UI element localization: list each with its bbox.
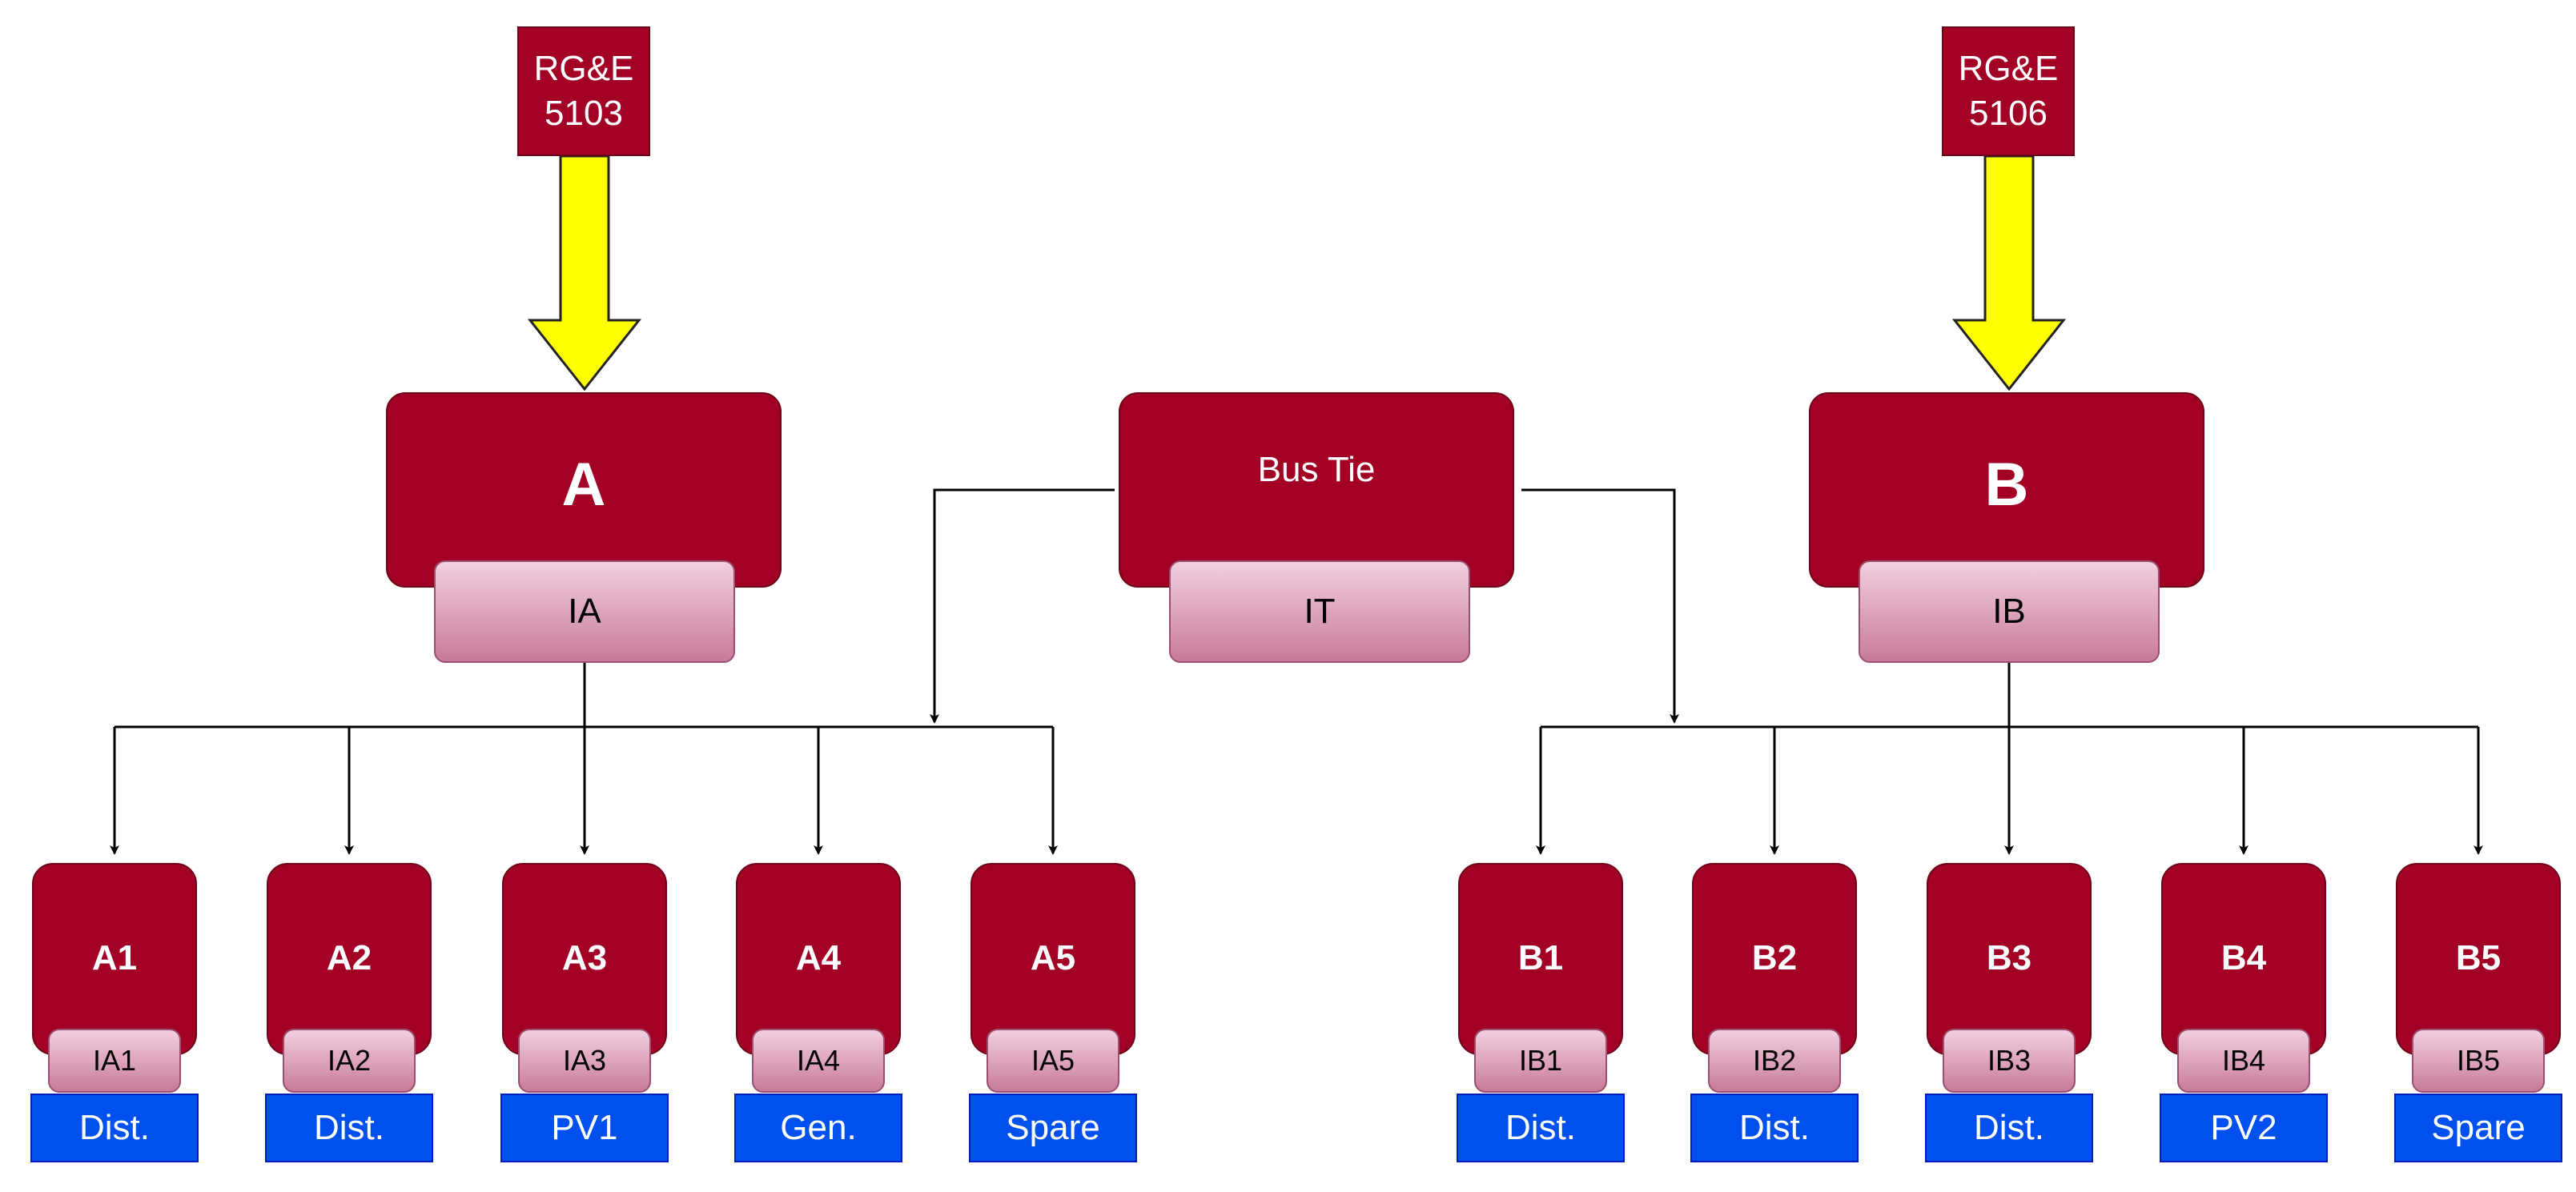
source-number: 5103	[545, 94, 623, 133]
source-name: RG&E	[1958, 49, 2059, 88]
breaker-ib: IB	[1859, 560, 2160, 663]
load-a3: PV1	[500, 1094, 669, 1162]
load-a5: Spare	[969, 1094, 1137, 1162]
bus-b-title: B	[1984, 451, 2029, 519]
bus-a: A	[386, 392, 782, 588]
load-b3: Dist.	[1925, 1094, 2093, 1162]
breaker-ib2: IB2	[1708, 1029, 1841, 1093]
load-b2: Dist.	[1690, 1094, 1859, 1162]
breaker-ib4: IB4	[2177, 1029, 2310, 1093]
breaker-ia4: IA4	[752, 1029, 885, 1093]
feeder-a3: A3	[502, 863, 667, 1055]
breaker-ib1: IB1	[1474, 1029, 1607, 1093]
feeder-b3: B3	[1927, 863, 2092, 1055]
feeder-title: A2	[326, 938, 372, 977]
feeder-a5: A5	[971, 863, 1135, 1055]
load-b4: PV2	[2160, 1094, 2328, 1162]
breaker-ia: IA	[434, 560, 735, 663]
source-name: RG&E	[533, 49, 634, 88]
feeder-title: B3	[1986, 938, 2032, 977]
bus-a-title: A	[561, 451, 606, 519]
source-number: 5106	[1969, 94, 2048, 133]
utility-source-5103: RG&E 5103	[517, 26, 650, 156]
feeder-title: A5	[1030, 938, 1076, 977]
breaker-ia1: IA1	[48, 1029, 181, 1093]
breaker-it: IT	[1169, 560, 1470, 663]
load-b5: Spare	[2394, 1094, 2562, 1162]
breaker-ia3: IA3	[518, 1029, 651, 1093]
load-b1: Dist.	[1457, 1094, 1625, 1162]
load-a1: Dist.	[30, 1094, 199, 1162]
feeder-b5: B5	[2396, 863, 2561, 1055]
feeder-b4: B4	[2161, 863, 2326, 1055]
utility-feed-arrow-b	[1951, 155, 2067, 391]
utility-feed-arrow-a	[527, 155, 642, 391]
utility-source-5106: RG&E 5106	[1942, 26, 2075, 156]
feeder-a1: A1	[32, 863, 197, 1055]
bus-tie: Bus Tie	[1119, 392, 1514, 588]
feeder-b1: B1	[1458, 863, 1623, 1055]
load-a2: Dist.	[265, 1094, 433, 1162]
feeder-a2: A2	[267, 863, 432, 1055]
feeder-title: B2	[1751, 938, 1798, 977]
feeder-b2: B2	[1692, 863, 1857, 1055]
feeder-a4: A4	[736, 863, 901, 1055]
feeder-title: A3	[561, 938, 608, 977]
feeder-title: A1	[91, 938, 138, 977]
feeder-title: B5	[2455, 938, 2502, 977]
feeder-title: B4	[2220, 938, 2267, 977]
bus-b: B	[1809, 392, 2204, 588]
breaker-ib3: IB3	[1943, 1029, 2076, 1093]
feeder-title: B1	[1517, 938, 1564, 977]
load-a4: Gen.	[734, 1094, 902, 1162]
feeder-title: A4	[795, 938, 842, 977]
breaker-ia2: IA2	[283, 1029, 416, 1093]
tie-link-to-a	[930, 488, 1115, 724]
tie-link-to-b	[1521, 488, 1679, 724]
breaker-ia5: IA5	[987, 1029, 1119, 1093]
bus-tie-title: Bus Tie	[1257, 450, 1376, 489]
breaker-ib5: IB5	[2412, 1029, 2545, 1093]
